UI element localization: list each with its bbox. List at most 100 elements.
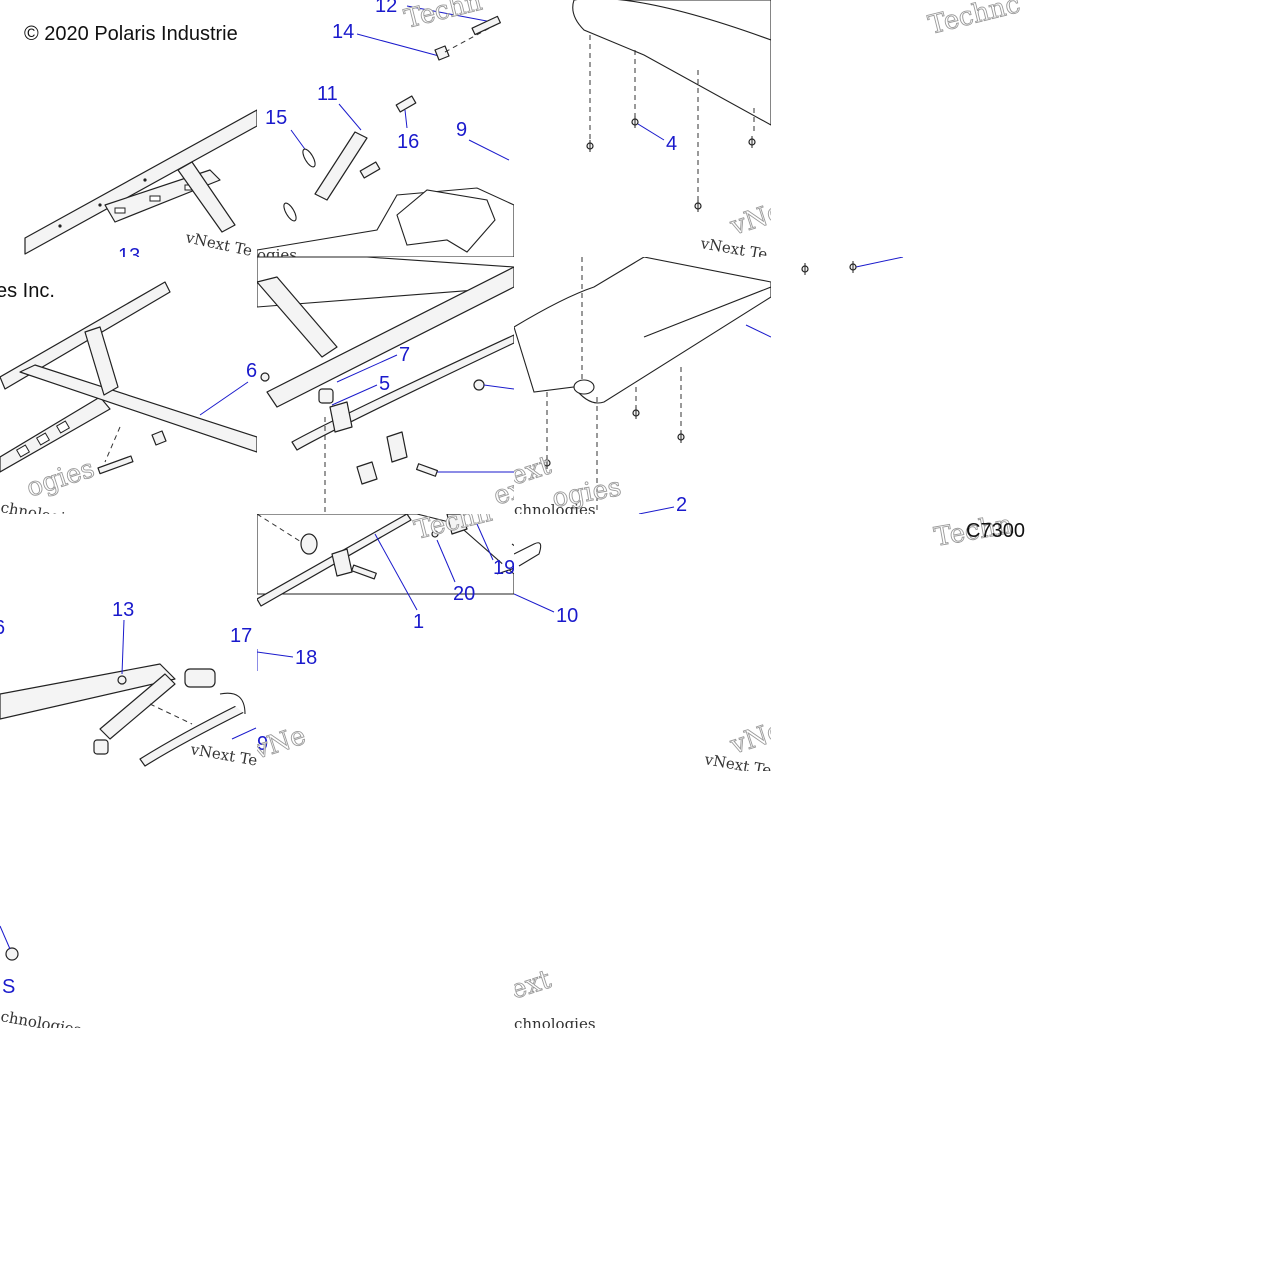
frame-slot — [15, 444, 31, 458]
leader-line — [436, 539, 456, 583]
assembly-line — [257, 514, 318, 553]
pin — [395, 95, 417, 113]
rod-hook — [496, 543, 514, 575]
frame-cross-member — [0, 396, 111, 473]
callout-14: 14 — [332, 21, 354, 43]
latch-bracket — [446, 514, 468, 535]
watermark-fragment: ext — [490, 470, 514, 511]
bracket-slot — [114, 207, 126, 214]
cargo-box-lid — [396, 189, 496, 253]
leader-line — [483, 384, 514, 390]
bolt — [97, 455, 134, 475]
pin — [359, 161, 381, 179]
frame-rail — [24, 109, 257, 255]
watermark-fragment: vNext Te — [183, 228, 254, 257]
diagram-tile-lower-middle: ext chnologies — [514, 771, 771, 1028]
tailgate-rail — [0, 663, 176, 720]
watermark-fragment: chnologies — [514, 1015, 596, 1028]
bushing — [184, 668, 216, 688]
callout-s-fragment: S — [2, 976, 15, 998]
diagram-tile-top-middle: 12 Techn 14 11 15 16 9 ogies — [257, 0, 514, 257]
diagram-tile-far-right: Technc — [771, 0, 1028, 257]
rod-clamp — [331, 548, 353, 577]
callout-19: 19 — [493, 557, 514, 579]
knob-drawing: S chnologies — [0, 925, 83, 1028]
watermark-fragment: chnologies — [514, 501, 596, 514]
leader-line — [290, 129, 308, 153]
callout-6-fragment: 6 — [0, 617, 5, 639]
callout-12: 12 — [375, 0, 397, 17]
skid-plate-rib — [643, 286, 771, 338]
diagram-tile-top-right: 4 vNext Te vNe — [514, 0, 771, 257]
frame-upright — [84, 326, 119, 396]
leader-line — [331, 384, 378, 406]
fastener-drawing — [801, 257, 904, 275]
leader-line — [468, 139, 510, 161]
rod-clamp — [329, 401, 353, 433]
diagram-tile-bottom-left: 6 13 17 3 vNext Te — [0, 514, 257, 771]
callout-9-fragment: 9 — [257, 733, 268, 755]
leader-line — [338, 103, 362, 131]
watermark-fragment: vNext Te — [698, 234, 769, 257]
hitch-pin-clip — [302, 148, 316, 168]
diagram-tile-bottom-center: Techn 19 20 1 18 9 vNe — [257, 514, 514, 771]
cargo-box-rail — [266, 266, 514, 408]
frame-brace — [257, 276, 338, 358]
latch-rod-lower-drawing: Techn 19 20 1 18 9 vNe — [257, 514, 514, 766]
hitch-pin-clip — [283, 202, 297, 222]
copyright-text-fragment: es Inc. — [0, 280, 55, 302]
nut — [117, 675, 127, 685]
skid-plate — [572, 0, 771, 126]
callout-18: 18 — [295, 647, 317, 669]
watermark-fragment: vNe — [257, 721, 309, 766]
skid-plate-edge — [574, 0, 771, 41]
frame-rail — [0, 281, 171, 390]
skid-plate-drawing: 4 vNext Te vNe — [572, 0, 771, 257]
diagram-tile-middle-right: 2 ext ogies chnologies — [514, 257, 771, 514]
frame-slot — [55, 420, 71, 434]
diagram-tile-drawing-code: Techn C7300 56 — [771, 514, 1028, 771]
diagram-tile-far-right-2 — [771, 257, 1028, 514]
screw — [694, 200, 702, 212]
screw — [632, 407, 640, 419]
knob — [5, 947, 19, 961]
watermark-fragment: ext — [514, 450, 555, 491]
watermark-fragment: vNe — [726, 197, 771, 242]
nut — [434, 45, 450, 61]
watermark-fragment: ogies — [257, 246, 297, 257]
tailgate-hinge-drawing: 6 13 17 3 vNext Te — [0, 599, 257, 770]
drawing-code: C7300 — [966, 520, 1025, 542]
screw — [801, 263, 809, 275]
rivet — [58, 224, 62, 228]
callout-16: 16 — [397, 131, 419, 153]
nut — [260, 372, 270, 382]
drawing-code-area: Techn C7300 56 — [932, 514, 1025, 553]
tailgate-latch-drawing: 7 5 ext — [257, 257, 514, 514]
screw — [631, 116, 639, 128]
diagram-tile-top-left: © 2020 Polaris Industrie vNext Te 13 — [0, 0, 257, 257]
bolt — [351, 564, 377, 580]
frame-cross-brace — [177, 161, 236, 233]
leader-line — [404, 109, 408, 129]
callout-1: 1 — [413, 611, 424, 633]
callout-17: 17 — [230, 625, 252, 647]
rod-hook — [514, 542, 542, 567]
leader-line — [637, 123, 665, 141]
rivet — [143, 178, 147, 182]
skid-plate-lower-drawing: 2 ext ogies chnologies — [514, 257, 771, 514]
leader-line — [336, 354, 398, 383]
leader-line — [121, 619, 125, 675]
watermark-fragment: vNext Te — [188, 740, 257, 770]
rivet — [98, 203, 102, 207]
leader-line — [231, 727, 257, 740]
latch-bracket — [356, 461, 378, 485]
bolt — [415, 463, 439, 477]
leader-line — [514, 593, 555, 613]
callout-7: 7 — [399, 344, 410, 366]
gas-strut-drawing: 12 Techn 14 11 15 16 9 ogies — [257, 0, 514, 257]
screw — [543, 457, 551, 469]
skid-plate — [514, 257, 771, 404]
watermark-fragment: ogies — [23, 454, 98, 504]
callout-9: 9 — [456, 119, 467, 141]
diagram-tile-lower-left: S chnologies — [0, 771, 257, 1028]
